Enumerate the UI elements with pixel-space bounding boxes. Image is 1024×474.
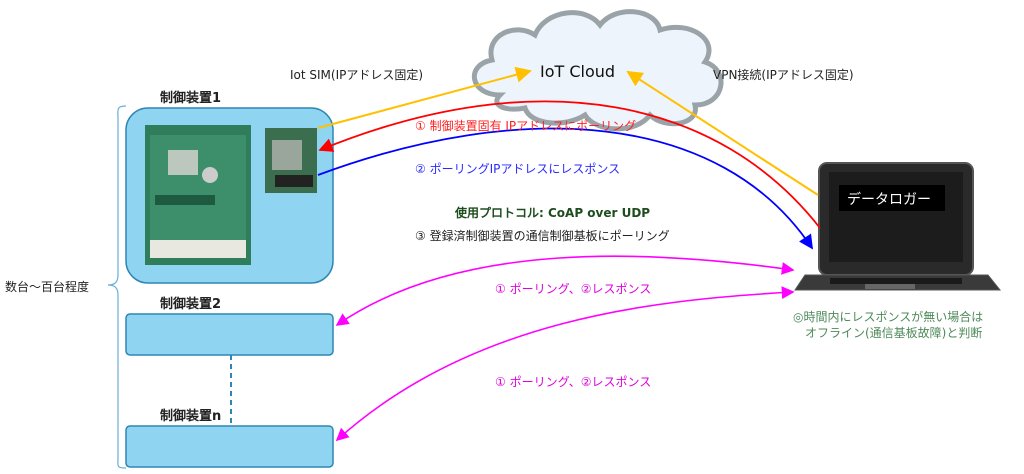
laptop-icon (794, 162, 1002, 291)
device-2-box[interactable] (125, 313, 334, 356)
device-n-poll-arrow (335, 286, 795, 442)
step3-label: ③ 登録済制御装置の通信制御基板にポーリング (415, 229, 670, 243)
step1-label: ① 制御装置固有 IPアドレスにポーリング (415, 119, 637, 133)
cloud-shape (472, 9, 724, 132)
response-arrow (317, 127, 813, 250)
logger-label: データロガー (847, 192, 931, 208)
note-line-2: オフライン(通信基板故障)と判断 (805, 326, 983, 340)
vpn-arrow (626, 70, 819, 196)
poll-response-label-1: ① ポーリング、②レスポンス (495, 282, 652, 296)
cloud-label: IoT Cloud (540, 62, 616, 81)
range-label: 数台～百台程度 (5, 280, 90, 294)
range-brace (107, 105, 127, 469)
device-n-box[interactable] (125, 425, 334, 468)
device-2-label: 制御装置2 (160, 297, 222, 312)
comm-board-image (265, 128, 317, 193)
step2-label: ② ポーリングIPアドレスにレスポンス (415, 162, 621, 176)
polling-arrow (318, 100, 821, 229)
sim-arrow (317, 66, 532, 129)
note-line-1: ◎時間内にレスポンスが無い場合は (793, 310, 984, 324)
sim-label: Iot SIM(IPアドレス固定) (290, 68, 424, 82)
device-1-label: 制御装置1 (160, 91, 222, 106)
control-board-image (145, 125, 251, 265)
vpn-label: VPN接続(IPアドレス固定) (713, 68, 854, 82)
protocol-label: 使用プロトコル: CoAP over UDP (455, 206, 651, 220)
poll-response-label-2: ① ポーリング、②レスポンス (495, 375, 652, 389)
device-n-label: 制御装置n (160, 409, 222, 424)
